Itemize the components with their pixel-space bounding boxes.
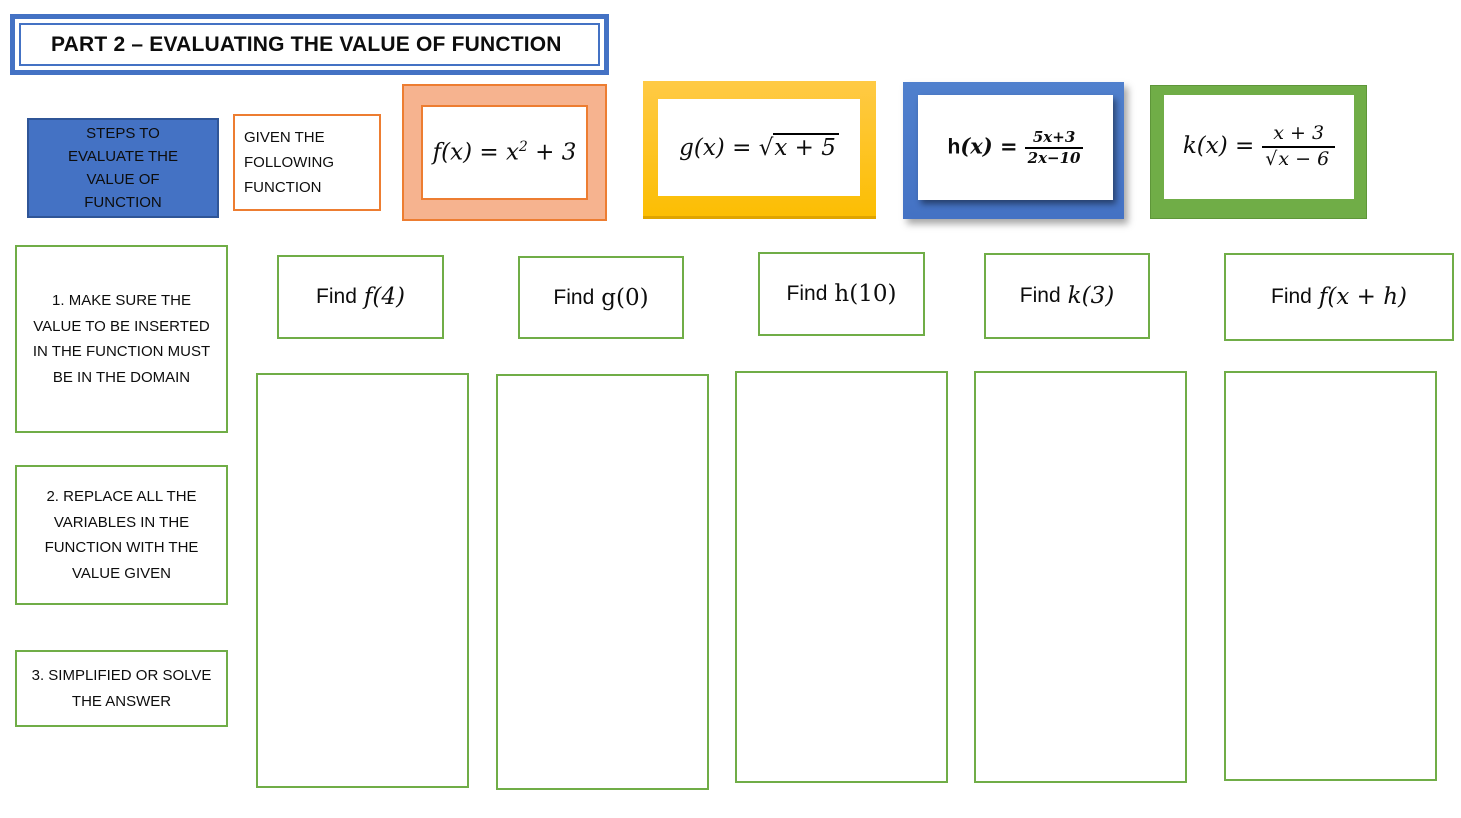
steps-header-line: STEPS TO <box>86 125 160 142</box>
answer-box-g0[interactable] <box>496 374 709 790</box>
title-inner-frame: PART 2 – EVALUATING THE VALUE OF FUNCTIO… <box>19 23 600 66</box>
fraction: x + 3√x − 6 <box>1262 122 1336 172</box>
find-box-g0: Find g(0) <box>518 256 684 339</box>
steps-header-line: VALUE OF <box>86 171 160 188</box>
radical-sign: √ <box>1265 148 1278 170</box>
given-header-line: FOLLOWING <box>244 154 335 171</box>
find-box-h10: Find h(10) <box>758 252 925 336</box>
given-header-line: GIVEN THE <box>244 129 325 146</box>
step-box-3: 3. SIMPLIFIED OR SOLVE THE ANSWER <box>15 650 228 727</box>
answer-box-fxh[interactable] <box>1224 371 1437 781</box>
step-2-text: 2. REPLACE ALL THE VARIABLES IN THE FUNC… <box>44 488 199 582</box>
function-card-g: g(x) = √x + 5 <box>643 81 876 219</box>
steps-header-line: FUNCTION <box>84 194 162 211</box>
function-equation-g: g(x) = √x + 5 <box>679 132 839 161</box>
page-title: PART 2 – EVALUATING THE VALUE OF FUNCTIO… <box>51 32 562 56</box>
radical-sign: √ <box>758 134 774 161</box>
steps-header-line: EVALUATE THE <box>67 148 179 165</box>
step-1-text: 1. MAKE SURE THE VALUE TO BE INSERTED IN… <box>32 292 211 386</box>
function-card-g-inner: g(x) = √x + 5 <box>658 99 860 196</box>
function-card-k: k(x) =x + 3√x − 6 <box>1150 85 1367 219</box>
step-box-2: 2. REPLACE ALL THE VARIABLES IN THE FUNC… <box>15 465 228 605</box>
function-equation-k: k(x) =x + 3√x − 6 <box>1183 122 1336 172</box>
step-box-1: 1. MAKE SURE THE VALUE TO BE INSERTED IN… <box>15 245 228 433</box>
answer-box-f4[interactable] <box>256 373 469 788</box>
find-box-f4: Find f(4) <box>277 255 444 339</box>
function-card-k-inner: k(x) =x + 3√x − 6 <box>1164 95 1354 199</box>
step-3-text: 3. SIMPLIFIED OR SOLVE THE ANSWER <box>31 667 212 710</box>
given-header-box: GIVEN THE FOLLOWING FUNCTION <box>233 114 381 211</box>
answer-box-h10[interactable] <box>735 371 948 783</box>
answer-box-k3[interactable] <box>974 371 1187 783</box>
function-card-f-inner: f(x) = x2 + 3 <box>421 105 588 200</box>
steps-header-box: STEPS TO EVALUATE THE VALUE OF FUNCTION <box>27 118 219 218</box>
given-header-line: FUNCTION <box>244 179 322 196</box>
function-card-f: f(x) = x2 + 3 <box>402 84 607 221</box>
find-box-k3: Find k(3) <box>984 253 1150 339</box>
title-box: PART 2 – EVALUATING THE VALUE OF FUNCTIO… <box>10 14 609 75</box>
find-box-fxh: Find f(x + h) <box>1224 253 1454 341</box>
function-equation-f: f(x) = x2 + 3 <box>432 139 577 166</box>
